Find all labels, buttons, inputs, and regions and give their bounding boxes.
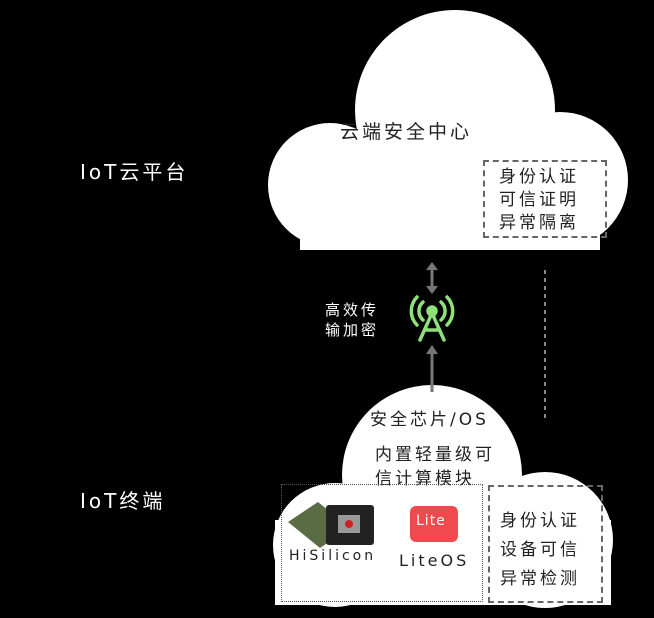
feature-trust-proof: 可信证明 [499,190,579,210]
feature-identity-auth: 身份认证 [500,511,580,531]
iot-terminal-label: IoT终端 [80,489,166,513]
feature-anomaly-detection: 异常检测 [500,569,580,589]
cloud-security-center-title: 云端安全中心 [340,121,473,143]
double-arrow [426,262,438,294]
transport-line-1: 高效传 [325,301,380,319]
feature-identity-auth: 身份认证 [499,167,579,187]
up-arrow [426,345,438,392]
transport-line-2: 输加密 [325,321,380,339]
module-line-1: 内置轻量级可 [375,445,495,465]
feature-anomaly-isolation: 异常隔离 [499,213,579,233]
iot-cloud-platform-label: IoT云平台 [80,160,189,184]
liteos-logo [410,506,458,542]
secure-chip-os-title: 安全芯片/OS [370,410,489,430]
cloud-platform-shape [268,10,628,250]
hisilicon-label: HiSilicon [289,548,377,564]
feature-device-trust: 设备可信 [500,540,580,560]
liteos-label: LiteOS [399,551,470,570]
signal-tower-icon [409,295,455,342]
chip-os-box [281,484,483,602]
liteos-logo-text: Lite [416,513,446,529]
cloud-features-box: 身份认证 可信证明 异常隔离 [483,160,607,238]
hisilicon-chip-image [288,502,374,548]
terminal-features-box: 身份认证 设备可信 异常检测 [488,485,603,603]
transport-encryption-label: 高效传 输加密 [325,300,379,340]
